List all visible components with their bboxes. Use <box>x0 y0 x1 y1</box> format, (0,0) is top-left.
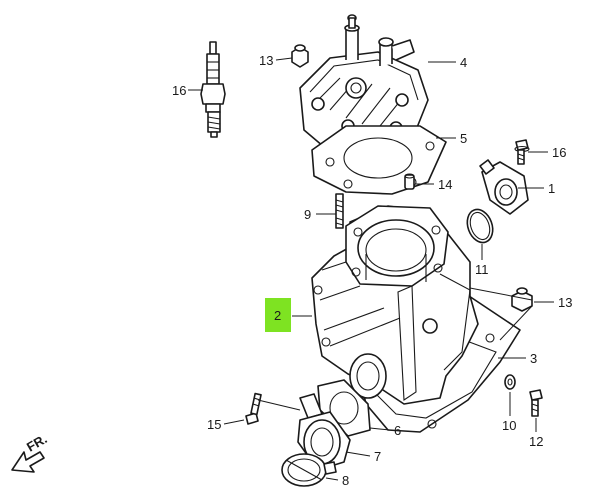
callout-1[interactable]: 1 <box>548 181 555 196</box>
callout-14[interactable]: 14 <box>438 177 452 192</box>
callout-6[interactable]: 6 <box>394 423 401 438</box>
callout-11[interactable]: 11 <box>475 262 489 277</box>
callout-5[interactable]: 5 <box>460 131 467 146</box>
highlight-box-2 <box>265 298 291 332</box>
callout-2[interactable]: 2 <box>274 308 281 323</box>
callout-8[interactable]: 8 <box>342 473 349 488</box>
cap-nut-top-part[interactable] <box>291 44 309 68</box>
water-joint-part[interactable] <box>479 159 529 215</box>
flange-bolt-upper-part[interactable] <box>514 139 530 165</box>
bolt-left-part[interactable] <box>245 392 262 425</box>
callout-7[interactable]: 7 <box>374 449 381 464</box>
front-direction-label: FR. <box>24 431 50 454</box>
front-direction-arrow-icon <box>11 451 45 473</box>
spark-plug-part[interactable] <box>200 41 226 138</box>
callout-12[interactable]: 12 <box>529 434 543 449</box>
o-ring-part[interactable] <box>463 206 497 246</box>
callout-17[interactable]: 16 <box>172 83 186 98</box>
washer-part[interactable] <box>504 374 516 390</box>
callout-16[interactable]: 16 <box>552 145 566 160</box>
cylinder-part[interactable] <box>311 205 479 405</box>
bolt-right-part[interactable] <box>529 389 543 417</box>
leader-lines <box>188 57 554 481</box>
callout-10[interactable]: 10 <box>502 418 516 433</box>
callout-15[interactable]: 15 <box>207 417 221 432</box>
callout-3[interactable]: 3 <box>530 351 537 366</box>
callout-13-right[interactable]: 13 <box>558 295 572 310</box>
callout-9[interactable]: 9 <box>304 207 311 222</box>
stud-bolt-part[interactable] <box>335 193 344 229</box>
dowel-pin-part[interactable] <box>404 173 415 190</box>
callout-13-top[interactable]: 13 <box>259 53 273 68</box>
callout-4[interactable]: 4 <box>460 55 467 70</box>
clamp-band-part[interactable] <box>281 453 337 487</box>
intake-gasket-part[interactable] <box>299 379 371 437</box>
